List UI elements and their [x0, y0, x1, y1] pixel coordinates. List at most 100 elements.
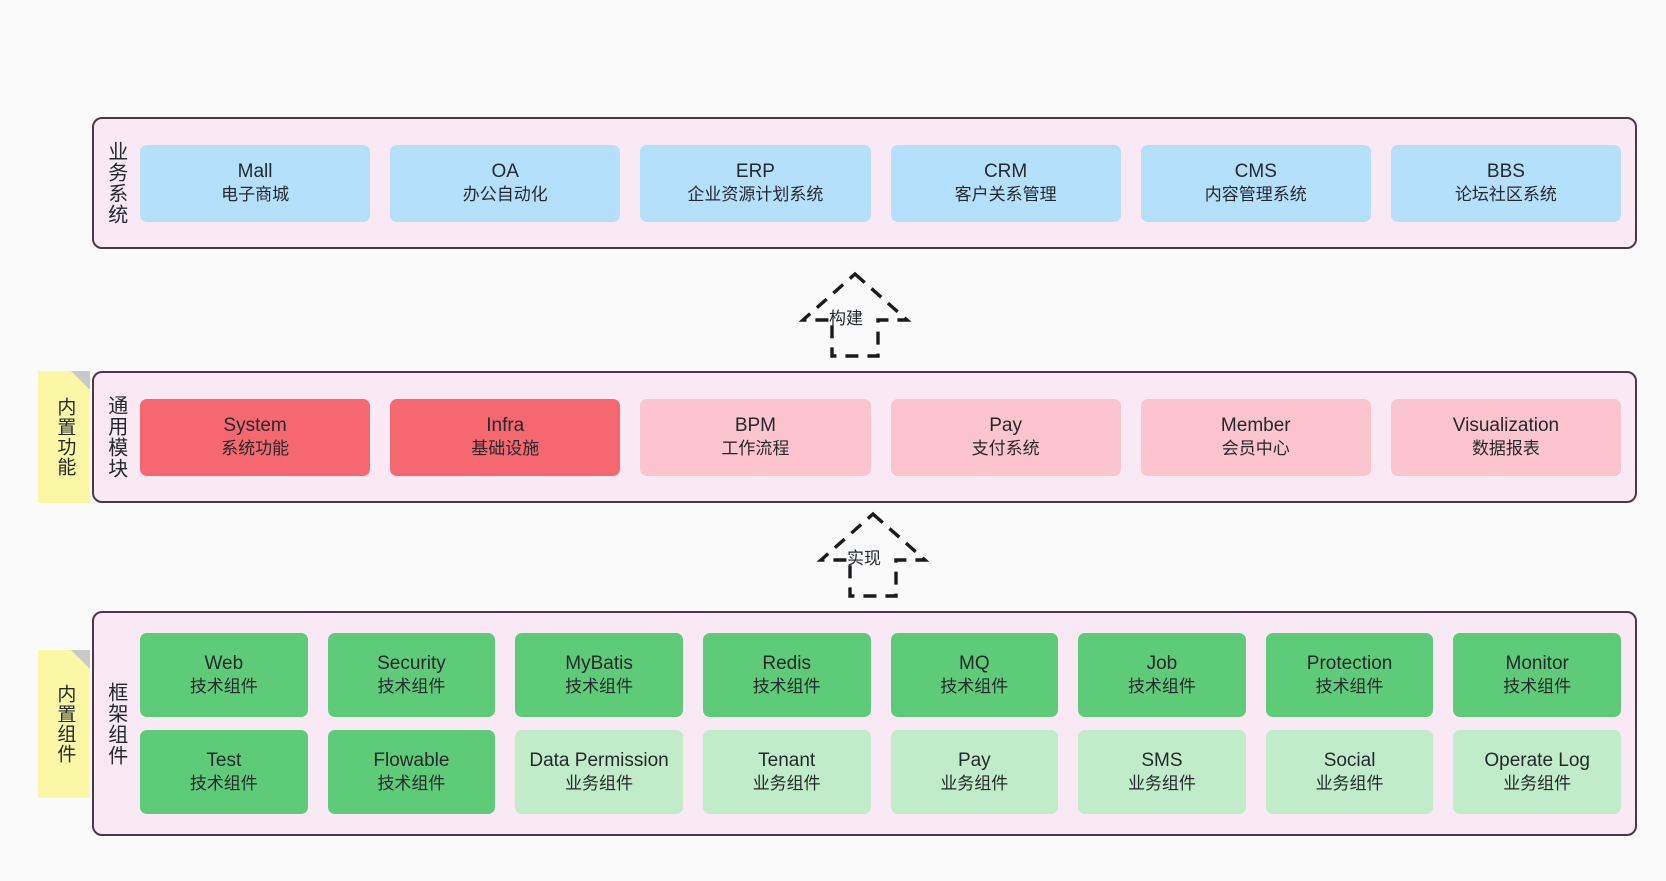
card-bbs[interactable]: BBS 论坛社区系统 [1390, 144, 1622, 222]
card-subtitle: 技术组件 [1315, 677, 1384, 697]
card-title: CMS [1234, 161, 1277, 183]
card-flowable[interactable]: Flowable 技术组件 [327, 730, 496, 814]
note-builtin-functions-label: 内置功能 [54, 397, 76, 477]
card-title: Tenant [758, 750, 816, 772]
layer-framework-components[interactable]: 框架组件 Web 技术组件 Security 技术组件 MyBatis 技术组件… [92, 611, 1637, 836]
note-builtin-components-label: 内置组件 [54, 684, 76, 764]
card-title: Operate Log [1484, 750, 1590, 772]
arrow-build-label: 构建 [829, 309, 863, 328]
card-pay-component[interactable]: Pay 业务组件 [890, 730, 1059, 814]
card-operate-log[interactable]: Operate Log 业务组件 [1453, 730, 1621, 814]
card-title: Test [206, 750, 242, 772]
card-subtitle: 技术组件 [189, 677, 258, 697]
card-visualization[interactable]: Visualization 数据报表 [1390, 398, 1622, 476]
card-title: Job [1146, 653, 1178, 675]
card-title: Mall [237, 161, 273, 183]
arrow-build: 构建 [798, 270, 912, 360]
card-mq[interactable]: MQ 技术组件 [890, 633, 1059, 717]
card-pay-module[interactable]: Pay 支付系统 [890, 398, 1121, 476]
layer-framework-components-label: 框架组件 [104, 681, 127, 766]
card-title: CRM [983, 161, 1028, 183]
card-title: BPM [734, 415, 777, 437]
note-builtin-components[interactable]: 内置组件 [38, 650, 90, 798]
business-card-row: Mall 电子商城 OA 办公自动化 ERP 企业资源计划系统 CRM 客户关系… [140, 144, 1622, 222]
card-infra[interactable]: Infra 基础设施 [390, 398, 621, 476]
framework-business-row: Test 技术组件 Flowable 技术组件 Data Permission … [140, 730, 1621, 814]
card-subtitle: 系统功能 [221, 439, 290, 459]
card-title: MQ [959, 653, 990, 675]
card-monitor[interactable]: Monitor 技术组件 [1453, 633, 1621, 717]
card-tenant[interactable]: Tenant 业务组件 [702, 730, 871, 814]
card-title: System [223, 415, 287, 437]
card-oa[interactable]: OA 办公自动化 [390, 144, 621, 222]
card-subtitle: 技术组件 [1503, 677, 1572, 697]
layer-business-system[interactable]: 业务系统 Mall 电子商城 OA 办公自动化 ERP 企业资源计划系统 CRM… [92, 117, 1637, 249]
card-subtitle: 业务组件 [1127, 774, 1196, 794]
card-subtitle: 技术组件 [377, 774, 446, 794]
card-title: SMS [1141, 750, 1183, 772]
card-title: Monitor [1505, 653, 1569, 675]
card-title: ERP [735, 161, 775, 183]
card-subtitle: 业务组件 [1315, 774, 1384, 794]
card-subtitle: 业务组件 [1503, 774, 1572, 794]
card-title: Security [377, 653, 446, 675]
arrow-implement-shape [816, 511, 930, 598]
card-mybatis[interactable]: MyBatis 技术组件 [515, 633, 683, 717]
arrow-implement-label: 实现 [847, 549, 881, 568]
card-title: Protection [1306, 653, 1393, 675]
card-social[interactable]: Social 业务组件 [1265, 730, 1434, 814]
framework-tech-row: Web 技术组件 Security 技术组件 MyBatis 技术组件 Redi… [140, 633, 1621, 717]
card-data-permission[interactable]: Data Permission 业务组件 [515, 730, 683, 814]
card-subtitle: 电子商城 [221, 185, 290, 205]
card-protection[interactable]: Protection 技术组件 [1265, 633, 1434, 717]
card-title: Visualization [1452, 415, 1560, 437]
note-builtin-functions[interactable]: 内置功能 [38, 371, 90, 503]
card-title: Redis [762, 653, 811, 675]
card-redis[interactable]: Redis 技术组件 [702, 633, 871, 717]
card-subtitle: 技术组件 [189, 774, 258, 794]
card-job[interactable]: Job 技术组件 [1078, 633, 1246, 717]
layer-business-system-label: 业务系统 [104, 141, 127, 225]
layer-business-system-body: Mall 电子商城 OA 办公自动化 ERP 企业资源计划系统 CRM 客户关系… [136, 119, 1635, 247]
card-test[interactable]: Test 技术组件 [140, 730, 308, 814]
card-subtitle: 技术组件 [565, 677, 634, 697]
card-title: Data Permission [529, 750, 669, 772]
layer-common-module[interactable]: 通用模块 System 系统功能 Infra 基础设施 BPM 工作流程 Pay… [92, 371, 1637, 503]
card-security[interactable]: Security 技术组件 [327, 633, 496, 717]
card-title: Social [1323, 750, 1376, 772]
arrow-build-shape [798, 271, 912, 358]
card-sms[interactable]: SMS 业务组件 [1078, 730, 1246, 814]
card-subtitle: 企业资源计划系统 [687, 185, 824, 205]
card-subtitle: 技术组件 [1127, 677, 1196, 697]
card-member[interactable]: Member 会员中心 [1140, 398, 1371, 476]
card-title: Pay [989, 415, 1022, 437]
card-subtitle: 技术组件 [940, 677, 1009, 697]
card-title: Web [204, 653, 244, 675]
card-crm[interactable]: CRM 客户关系管理 [890, 144, 1121, 222]
card-subtitle: 业务组件 [940, 774, 1009, 794]
card-bpm[interactable]: BPM 工作流程 [640, 398, 871, 476]
card-title: Flowable [373, 750, 450, 772]
card-erp[interactable]: ERP 企业资源计划系统 [640, 144, 871, 222]
card-subtitle: 内容管理系统 [1204, 185, 1307, 205]
card-subtitle: 客户关系管理 [954, 185, 1057, 205]
card-subtitle: 技术组件 [377, 677, 446, 697]
card-subtitle: 业务组件 [565, 774, 634, 794]
card-subtitle: 会员中心 [1221, 439, 1290, 459]
card-title: MyBatis [565, 653, 633, 675]
card-title: Infra [486, 415, 525, 437]
card-title: Pay [957, 750, 991, 772]
card-subtitle: 数据报表 [1471, 439, 1540, 459]
card-subtitle: 业务组件 [752, 774, 821, 794]
card-mall[interactable]: Mall 电子商城 [140, 144, 371, 222]
module-card-row: System 系统功能 Infra 基础设施 BPM 工作流程 Pay 支付系统… [140, 398, 1622, 476]
card-cms[interactable]: CMS 内容管理系统 [1140, 144, 1371, 222]
card-title: OA [491, 161, 519, 183]
card-title: BBS [1486, 161, 1525, 183]
card-subtitle: 基础设施 [471, 439, 540, 459]
card-web[interactable]: Web 技术组件 [140, 633, 308, 717]
card-system[interactable]: System 系统功能 [140, 398, 371, 476]
card-subtitle: 论坛社区系统 [1454, 185, 1557, 205]
card-subtitle: 办公自动化 [462, 185, 548, 205]
